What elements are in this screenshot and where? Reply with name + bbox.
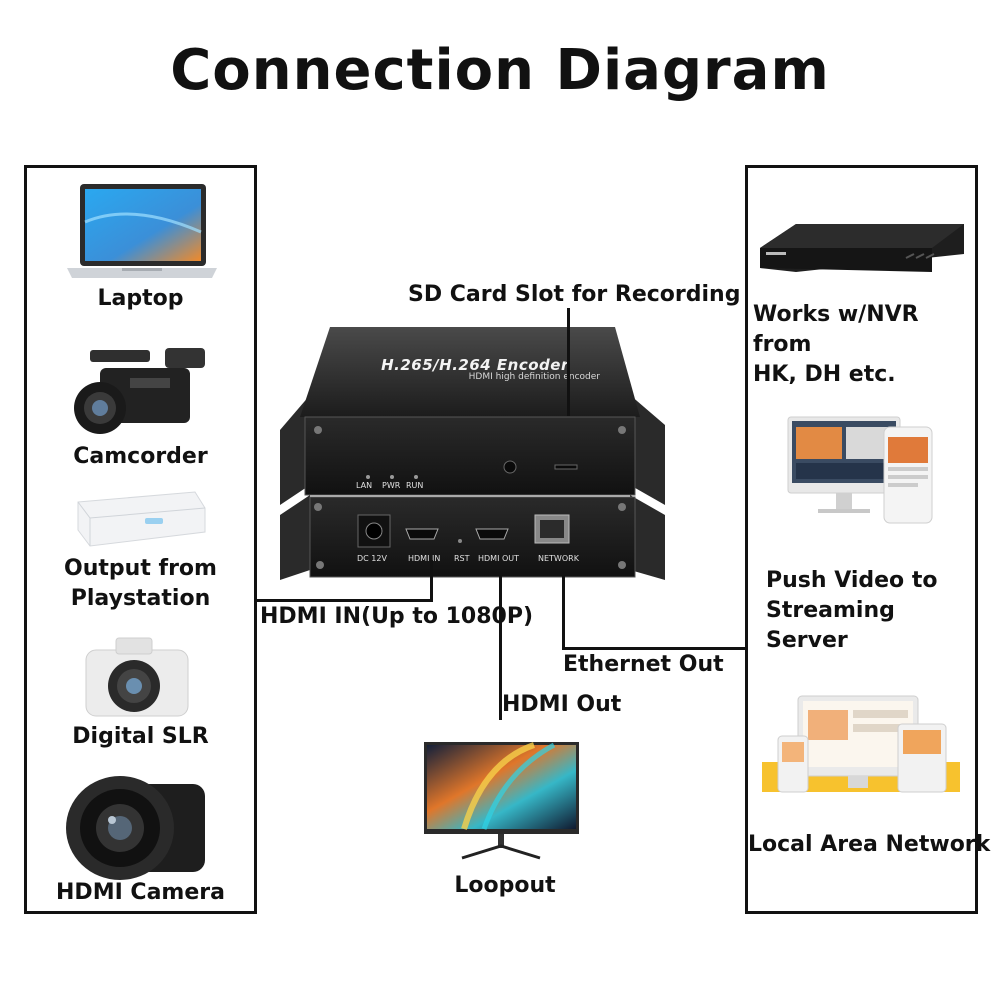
device-front-title: H.265/H.264 Encoder: [381, 356, 569, 374]
source-label-laptop: Laptop: [97, 286, 184, 311]
monitor-icon: [424, 742, 579, 860]
camcorder-icon: [74, 348, 205, 434]
port-label-rst: RST: [454, 554, 470, 563]
output-label-nvr: Works w/NVR from HK, DH etc.: [753, 302, 919, 387]
device-front-subtitle: HDMI high definition encoder: [468, 372, 600, 382]
hdmi-in-label: HDMI IN(Up to 1080P): [260, 604, 534, 629]
playstation-console-icon: [77, 491, 206, 547]
ethernet-connector-horizontal: [562, 647, 746, 650]
hdmi-camera-icon: [66, 776, 205, 880]
output-label-streaming: Push Video to Streaming Server: [766, 568, 938, 653]
source-label-hdmi-camera: HDMI Camera: [56, 880, 225, 905]
port-label-network: NETWORK: [538, 554, 579, 563]
lan-devices-icon: [762, 695, 960, 793]
output-label-lan: Local Area Network: [748, 832, 991, 857]
ethernet-connector-vertical: [562, 575, 565, 649]
laptop-icon: [67, 184, 217, 278]
hdmi-in-connector-horizontal: [256, 599, 432, 602]
digital-slr-camera-icon: [85, 637, 189, 717]
sd-card-connector-line: [567, 308, 570, 416]
streaming-server-screens-icon: [787, 416, 933, 524]
port-label-hdmi-out: HDMI OUT: [478, 554, 520, 563]
source-label-camcorder: Camcorder: [73, 444, 208, 469]
led-label-pwr: PWR: [382, 481, 401, 490]
led-label-run: RUN: [406, 481, 424, 490]
hdmi-in-connector-vertical: [430, 560, 433, 602]
ethernet-out-label: Ethernet Out: [563, 652, 724, 677]
encoder-device-image: [280, 327, 665, 580]
led-label-lan: LAN: [356, 481, 373, 490]
source-label-digital-slr: Digital SLR: [72, 724, 209, 749]
page-title: Connection Diagram: [170, 38, 830, 103]
hdmi-out-connector-line: [499, 575, 502, 720]
output-destinations-panel: [745, 165, 978, 914]
port-label-dc12v: DC 12V: [357, 554, 387, 563]
nvr-recorder-icon: [760, 224, 964, 272]
sd-card-slot-label: SD Card Slot for Recording: [408, 282, 741, 307]
loopout-label: Loopout: [454, 873, 556, 898]
hdmi-out-label: HDMI Out: [502, 692, 622, 717]
source-label-playstation: Output from Playstation: [64, 556, 217, 611]
port-label-hdmi-in: HDMI IN: [408, 554, 441, 563]
